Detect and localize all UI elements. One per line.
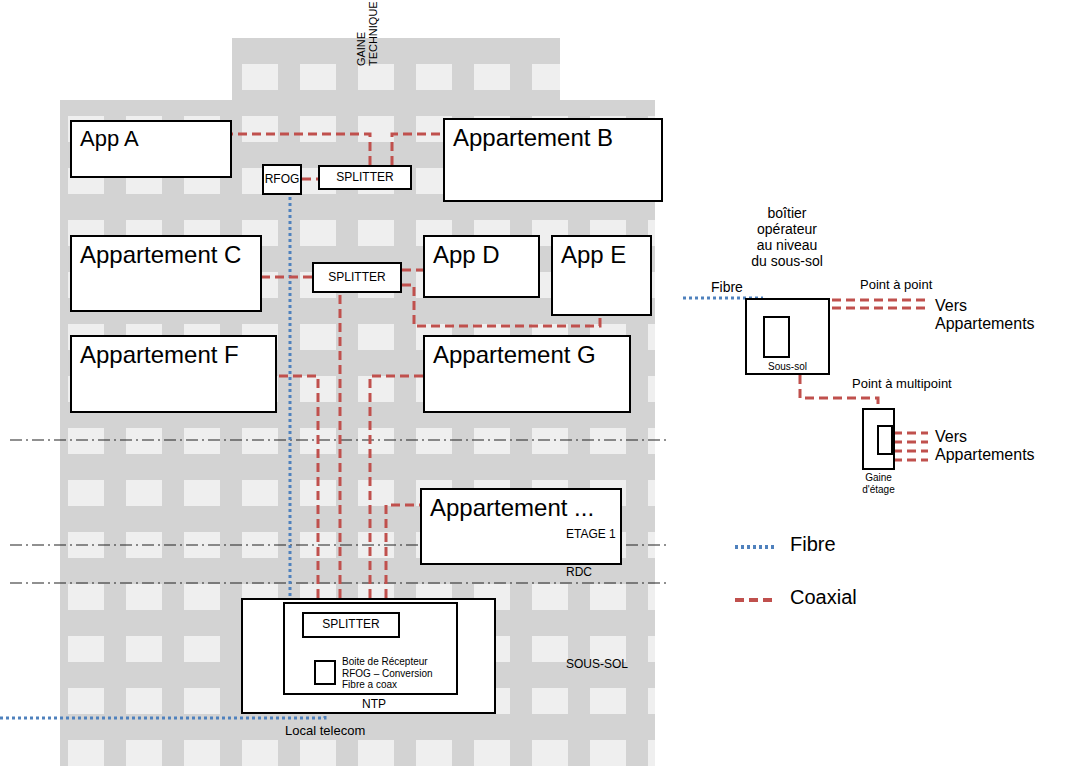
node-text: SPLITTER — [328, 271, 385, 285]
apartment-box: Appartement G — [423, 335, 631, 413]
legend-coax-sample — [735, 598, 777, 602]
legend-fibre-sample — [735, 545, 777, 549]
rfog-receiver-box: Boite de Récepteur RFOG – Conversion Fib… — [314, 660, 336, 685]
operator-box: boîtier opérateur au niveau du sous-solS… — [745, 298, 830, 375]
fibre-label: Fibre — [711, 279, 743, 295]
coax-link — [386, 505, 420, 612]
node-text: boîtier opérateur au niveau du sous-sol — [748, 205, 826, 269]
apartment-box: App A — [70, 120, 232, 178]
node-text: App D — [433, 241, 530, 269]
building-silhouette — [60, 38, 655, 766]
splitter-box: SPLITTER — [302, 612, 400, 638]
node-text: App E — [561, 241, 642, 269]
apartment-box: App E — [551, 235, 652, 316]
destination-label: Vers Appartements — [935, 297, 1055, 334]
rfog-box: RFOG — [262, 164, 302, 195]
inner-enclosure — [877, 425, 893, 455]
node-text: SPLITTER — [322, 618, 379, 632]
node-text: Appartement C — [80, 241, 252, 269]
topology-label: Point à multipoint — [852, 377, 952, 392]
coax-link — [392, 134, 443, 165]
node-text: Boite de Récepteur RFOG – Conversion Fib… — [342, 656, 442, 691]
floor-label: SOUS-SOL — [566, 658, 628, 672]
node-text: RFOG — [265, 173, 300, 187]
shaft-label: GAINE TECHNIQUE — [355, 0, 379, 66]
coax-link — [402, 269, 423, 272]
legend-text: Coaxial — [790, 586, 857, 609]
topology-label: Point à point — [860, 278, 932, 293]
node-text: Sous-sol — [747, 361, 828, 373]
telecom-room-box: NTPLocal telecomSPLITTERBoite de Récepte… — [241, 598, 496, 714]
node-text: Appartement ... — [430, 494, 612, 522]
splitter-box: SPLITTER — [318, 165, 412, 190]
apartment-box: Appartement C — [70, 235, 262, 312]
apartment-box: Appartement ... — [420, 488, 622, 565]
coax-link — [339, 293, 342, 612]
coax-link — [370, 376, 423, 612]
node-text: Appartement F — [80, 341, 267, 369]
floor-duct-box: Gaine d'étage — [862, 408, 895, 470]
coax-link — [302, 178, 318, 181]
floor-label: ETAGE 1 — [566, 528, 616, 542]
node-text: SPLITTER — [336, 171, 393, 185]
coax-link — [262, 276, 312, 279]
apartment-box: App D — [423, 235, 540, 298]
inner-enclosure — [763, 316, 790, 358]
feed-lines — [0, 298, 928, 718]
apartment-box: Appartement F — [70, 335, 277, 413]
apartment-box: Appartement B — [443, 118, 663, 202]
node-text: Appartement G — [433, 341, 621, 369]
legend-text: Fibre — [790, 533, 836, 556]
coax-link — [277, 376, 318, 612]
coax-link — [232, 134, 370, 165]
destination-label: Vers Appartements — [935, 428, 1055, 465]
node-text: Appartement B — [453, 124, 653, 152]
splitter-box: SPLITTER — [312, 262, 402, 293]
node-text: Gaine d'étage — [851, 472, 906, 495]
node-text: App A — [80, 126, 222, 151]
node-text: Local telecom — [285, 724, 365, 739]
node-text: NTP — [362, 698, 386, 712]
floor-label: RDC — [566, 566, 592, 580]
